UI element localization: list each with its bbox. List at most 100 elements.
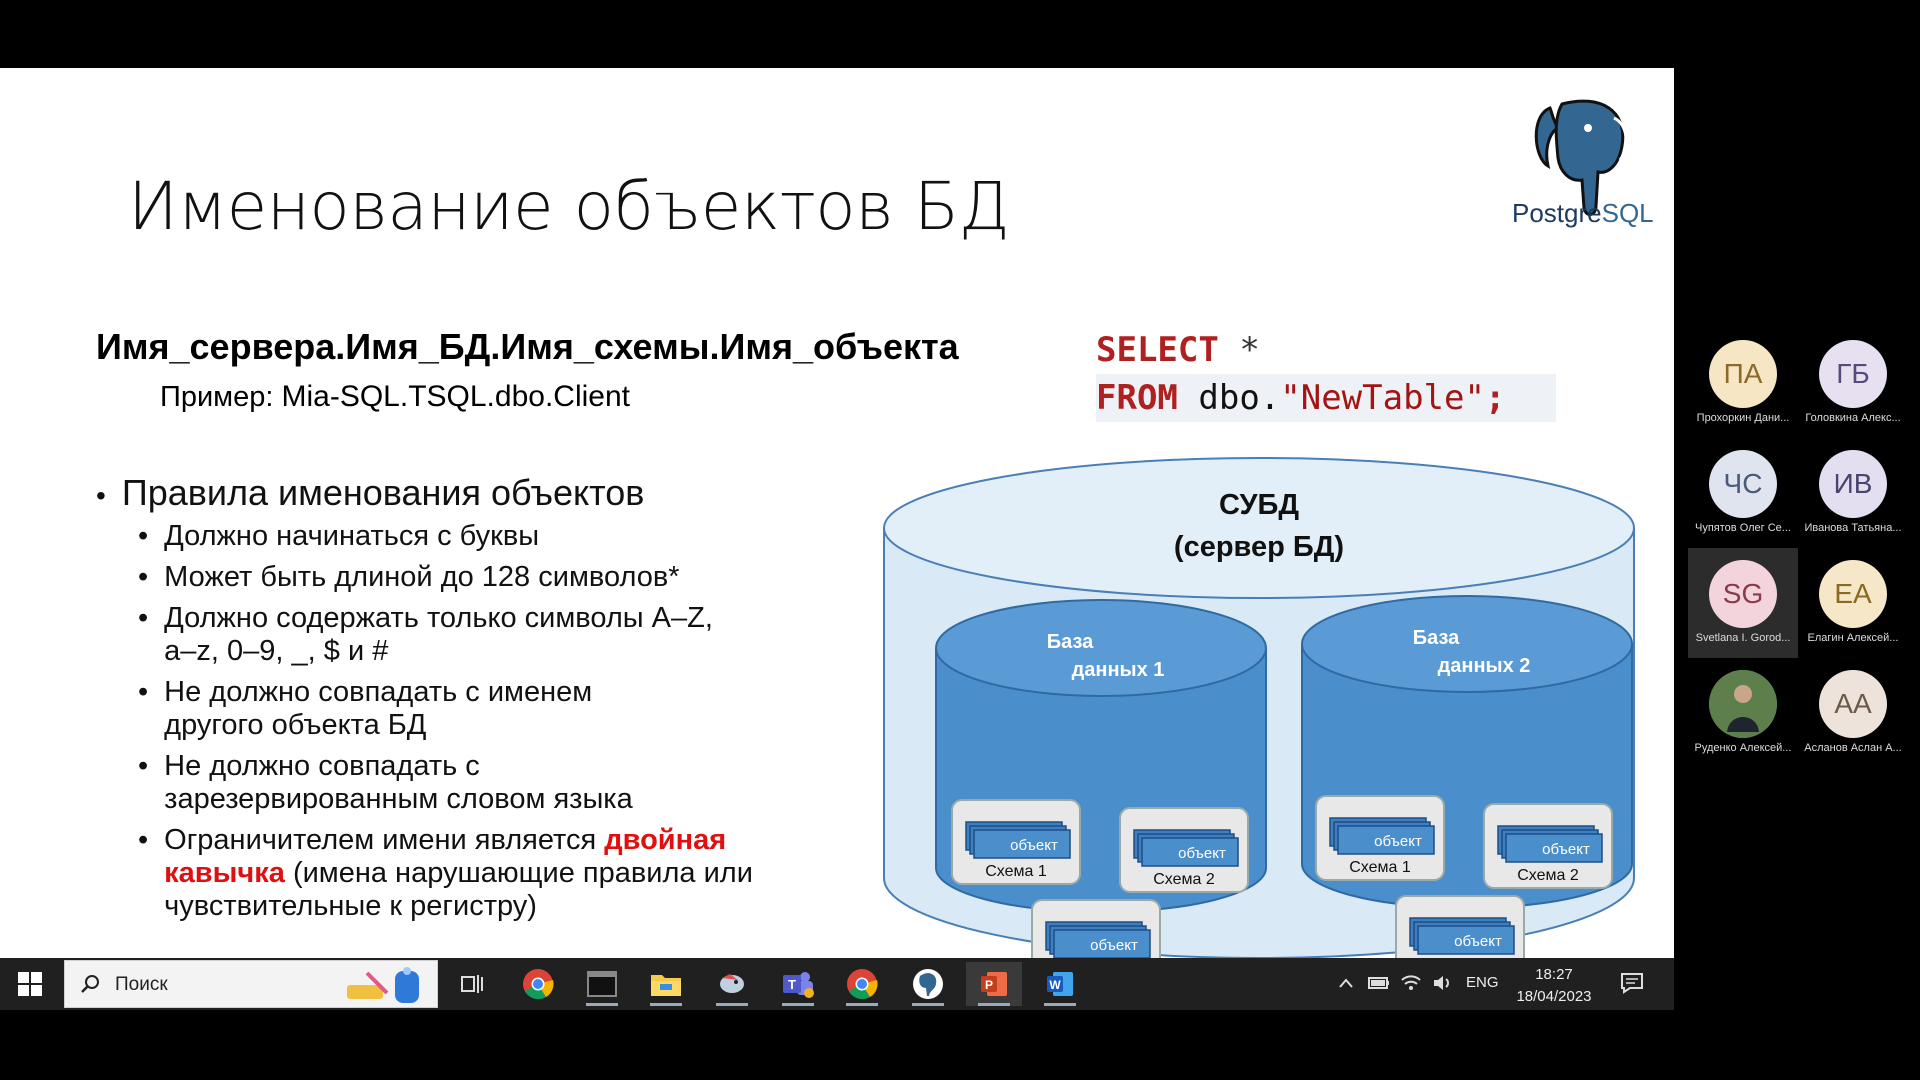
naming-example: Пример: Mia-SQL.TSQL.dbo.Client bbox=[160, 380, 630, 414]
example-label: Пример: bbox=[160, 381, 274, 413]
postgresql-elephant-icon bbox=[1534, 99, 1628, 216]
sql-table-name: "NewTable" bbox=[1280, 378, 1485, 418]
terminal-icon bbox=[587, 971, 617, 997]
participant-name: Иванова Татьяна... bbox=[1804, 522, 1902, 534]
db2-label-2: данных 2 bbox=[1438, 655, 1531, 677]
participant-name: Головкина Алекс... bbox=[1805, 412, 1901, 424]
task-view-button[interactable] bbox=[444, 962, 500, 1006]
object-label: объект bbox=[1178, 845, 1226, 862]
slide-title: Именование объектов БД bbox=[128, 168, 1010, 245]
sql-semicolon: ; bbox=[1484, 378, 1506, 418]
participant-tile[interactable]: ЕА Елагин Алексей... bbox=[1798, 548, 1908, 658]
sql-schema: dbo. bbox=[1198, 378, 1281, 418]
sql-code-sample: SELECT * FROM dbo."NewTable"; bbox=[1096, 326, 1556, 422]
taskbar-clock[interactable]: 18:27 18/04/2023 bbox=[1504, 964, 1604, 1008]
chrome-icon bbox=[523, 969, 554, 1000]
dbms-label-2: (сервер БД) bbox=[1174, 531, 1344, 563]
clock-date: 18/04/2023 bbox=[1516, 988, 1592, 1005]
avatar: ЕА bbox=[1819, 560, 1887, 628]
language-indicator[interactable]: ENG bbox=[1466, 974, 1499, 991]
avatar: ЧС bbox=[1709, 450, 1777, 518]
taskbar-app-fish[interactable] bbox=[704, 962, 760, 1006]
avatar: ГБ bbox=[1819, 340, 1887, 408]
svg-text:T: T bbox=[788, 977, 796, 992]
schema-label: Схема 2 bbox=[1517, 867, 1579, 884]
dbms-diagram: СУБД (сервер БД) База данных 1 База данн… bbox=[883, 457, 1635, 958]
participant-name: Асланов Аслан А... bbox=[1804, 742, 1902, 754]
task-view-icon bbox=[461, 975, 483, 993]
rule-item: •Ограничителем имени является двойная ка… bbox=[138, 824, 753, 922]
participant-tile[interactable]: SG Svetlana I. Gorod... bbox=[1688, 548, 1798, 658]
svg-text:W: W bbox=[1049, 978, 1061, 992]
rule-item: •Должно начинаться с буквы bbox=[138, 520, 540, 552]
wifi-icon[interactable] bbox=[1400, 972, 1422, 992]
clock-time: 18:27 bbox=[1535, 966, 1573, 983]
taskbar-chrome[interactable] bbox=[510, 962, 566, 1006]
person-photo-icon bbox=[1709, 670, 1777, 738]
svg-text:P: P bbox=[985, 978, 993, 992]
elephant-app-icon bbox=[913, 969, 943, 999]
notifications-icon[interactable] bbox=[1620, 972, 1644, 994]
sql-from-keyword: FROM bbox=[1096, 378, 1178, 418]
naming-pattern: Имя_сервера.Имя_БД.Имя_схемы.Имя_объекта bbox=[96, 326, 959, 367]
db2-label-1: База bbox=[1413, 627, 1460, 649]
chevron-up-icon[interactable] bbox=[1338, 976, 1354, 990]
schema-label: Схема 1 bbox=[1349, 859, 1411, 876]
postgresql-logo-text: PostgreSQL bbox=[1512, 198, 1654, 228]
taskbar-file-explorer[interactable] bbox=[638, 962, 694, 1006]
app-fish-icon bbox=[720, 974, 744, 993]
search-icon bbox=[81, 975, 99, 993]
powerpoint-icon: P bbox=[981, 972, 1007, 996]
rule-item: •Должно содержать только символы A–Z, a–… bbox=[138, 602, 713, 667]
avatar: SG bbox=[1709, 560, 1777, 628]
taskbar-teams[interactable]: T bbox=[770, 962, 826, 1006]
dbms-label-1: СУБД bbox=[1219, 489, 1299, 521]
folder-icon bbox=[651, 975, 681, 996]
windows-taskbar: Поиск T P W bbox=[0, 958, 1674, 1010]
db1-label-2: данных 1 bbox=[1072, 659, 1165, 681]
rules-list: •Должно начинаться с буквы •Может быть д… bbox=[138, 520, 856, 923]
participant-tile[interactable]: ГБ Головкина Алекс... bbox=[1798, 328, 1908, 438]
taskbar-search-box[interactable]: Поиск bbox=[64, 960, 438, 1008]
presentation-slide: Именование объектов БД PostgreSQL Имя_се… bbox=[0, 68, 1674, 958]
taskbar-terminal[interactable] bbox=[574, 962, 630, 1006]
participant-tile[interactable]: АА Асланов Аслан А... bbox=[1798, 658, 1908, 768]
participant-tile[interactable]: ЧС Чупятов Олег Се... bbox=[1688, 438, 1798, 548]
object-label: объект bbox=[1454, 933, 1502, 950]
object-label: объект bbox=[1542, 841, 1590, 858]
rule-item: •Не должно совпадать с именем другого об… bbox=[138, 676, 593, 741]
volume-icon[interactable] bbox=[1432, 974, 1454, 992]
participant-name: Елагин Алексей... bbox=[1807, 632, 1899, 644]
avatar bbox=[1709, 670, 1777, 738]
teams-icon: T bbox=[783, 972, 814, 998]
avatar: АА bbox=[1819, 670, 1887, 738]
taskbar-word[interactable]: W bbox=[1032, 962, 1088, 1006]
participant-name: Чупятов Олег Се... bbox=[1695, 522, 1791, 534]
participant-name: Svetlana I. Gorod... bbox=[1695, 632, 1791, 644]
search-highlight-icon bbox=[347, 967, 419, 1003]
taskbar-powerpoint[interactable]: P bbox=[966, 962, 1022, 1006]
windows-start-icon[interactable] bbox=[18, 972, 42, 996]
participant-tile[interactable]: Руденко Алексей... bbox=[1688, 658, 1798, 768]
word-icon: W bbox=[1047, 972, 1073, 996]
rules-heading: Правила именования объектов bbox=[121, 472, 645, 513]
rule-item: •Может быть длиной до 128 символов* bbox=[138, 561, 680, 593]
participant-tile[interactable]: ИВ Иванова Татьяна... bbox=[1798, 438, 1908, 548]
avatar: ИВ bbox=[1819, 450, 1887, 518]
battery-icon[interactable] bbox=[1368, 974, 1390, 992]
rule-highlight: двойная кавычка bbox=[164, 824, 727, 889]
taskbar-chrome-2[interactable] bbox=[834, 962, 890, 1006]
taskbar-pgadmin[interactable] bbox=[900, 962, 956, 1006]
object-label: объект bbox=[1374, 833, 1422, 850]
rule-item: •Не должно совпадать с зарезервированным… bbox=[138, 750, 633, 815]
naming-rules: •Правила именования объектов •Должно нач… bbox=[96, 472, 856, 931]
chrome-icon bbox=[847, 969, 878, 1000]
object-label: объект bbox=[1090, 937, 1138, 954]
